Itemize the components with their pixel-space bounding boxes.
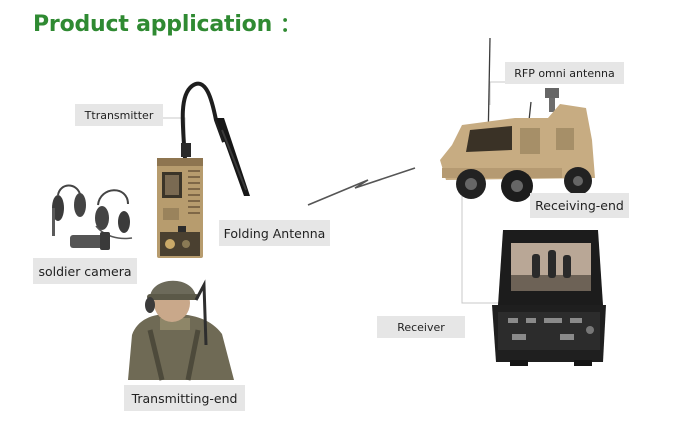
receiver-case-icon <box>492 230 606 366</box>
label-transmitter: Ttransmitter <box>75 104 163 126</box>
label-folding-antenna: Folding Antenna <box>219 220 330 246</box>
headset-camera-icon <box>52 184 133 250</box>
label-transmitting-end: Transmitting-end <box>124 385 245 411</box>
label-receiving-end: Receiving-end <box>530 193 629 218</box>
armored-vehicle-icon <box>440 37 595 202</box>
label-rfp-omni-antenna: RFP omni antenna <box>505 62 624 84</box>
page-title: Product application ： <box>33 8 300 37</box>
page-title-colon: ： <box>280 12 300 36</box>
soldier-icon <box>128 279 234 381</box>
label-receiver: Receiver <box>377 316 465 338</box>
label-soldier-camera: soldier camera <box>33 258 137 284</box>
lightning-link-icon <box>307 167 416 206</box>
receiving-end-connector <box>461 194 500 304</box>
page-title-text: Product application <box>33 12 273 37</box>
rfp-antenna-connector <box>489 81 505 105</box>
folding-antenna-icon <box>180 81 250 196</box>
transmitter-device-icon <box>157 158 203 258</box>
